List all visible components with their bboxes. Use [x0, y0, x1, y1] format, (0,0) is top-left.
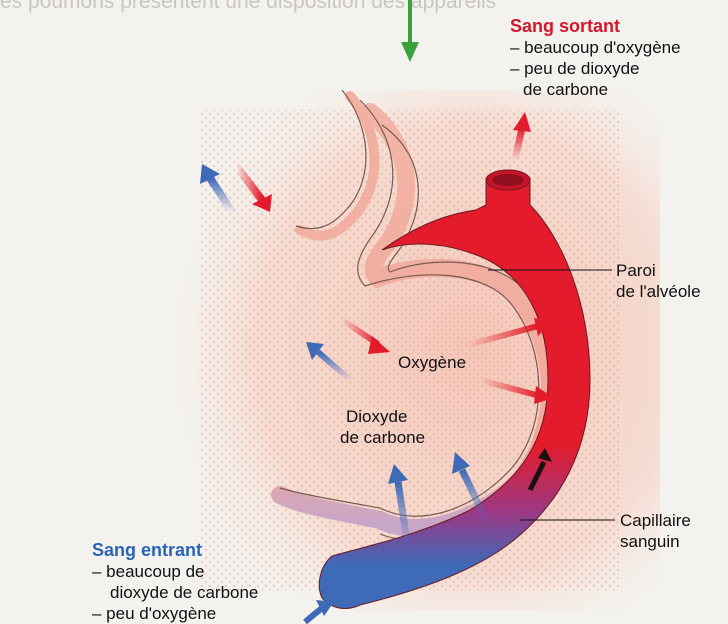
- co2-label: Dioxyde de carbone: [340, 406, 425, 448]
- outgoing-line-1: – beaucoup d'oxygène: [510, 37, 681, 58]
- wall-label: Paroi de l'alvéole: [616, 260, 701, 302]
- incoming-line-3: – peu d'oxygène: [92, 603, 258, 624]
- incoming-line-2: dioxyde de carbone: [92, 582, 258, 603]
- wall-label-line-1: Paroi: [616, 260, 701, 281]
- capillary-label-line-2: sanguin: [620, 531, 691, 552]
- capillary-opening-inner: [492, 174, 524, 186]
- wall-label-line-2: de l'alvéole: [616, 281, 701, 302]
- outgoing-line-2: – peu de dioxyde: [510, 58, 681, 79]
- co2-label-line-2: de carbone: [340, 427, 425, 448]
- capillary-label: Capillaire sanguin: [620, 510, 691, 552]
- capillary-label-line-1: Capillaire: [620, 510, 691, 531]
- outgoing-blood-title: Sang sortant: [510, 16, 681, 37]
- outgoing-blood-label: Sang sortant – beaucoup d'oxygène – peu …: [510, 16, 681, 100]
- incoming-blood-title: Sang entrant: [92, 540, 258, 561]
- co2-label-line-1: Dioxyde: [340, 406, 425, 427]
- incoming-line-1: – beaucoup de: [92, 561, 258, 582]
- airflow-arrow: [401, 0, 419, 62]
- incoming-blood-label: Sang entrant – beaucoup de dioxyde de ca…: [92, 540, 258, 624]
- outgoing-line-3: de carbone: [510, 79, 681, 100]
- oxygen-label: Oxygène: [398, 352, 466, 373]
